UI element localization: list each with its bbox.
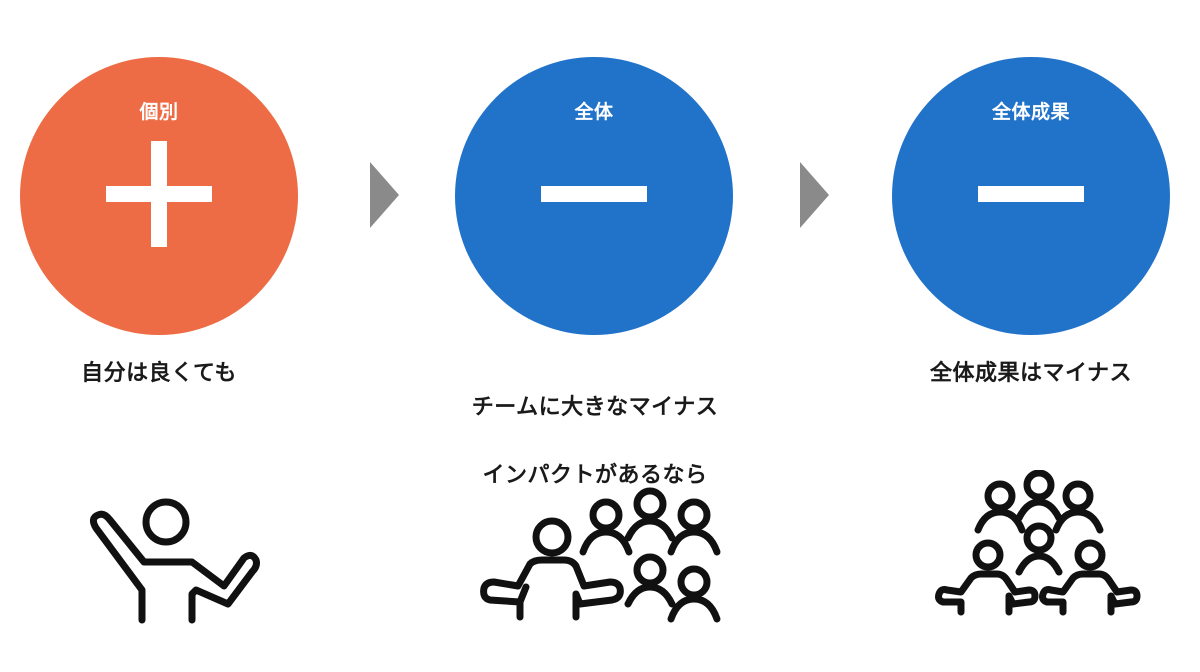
step-2-label: 全体: [574, 101, 614, 123]
step-2-caption-line-2: インパクトがあるなら: [482, 463, 708, 488]
person-waving-icon: [80, 490, 270, 625]
presenter-with-audience-icon: [480, 482, 730, 627]
step-1-caption: 自分は良くても: [81, 361, 237, 386]
minus-icon: [978, 186, 1084, 202]
step-2-caption-line-1: チームに大きなマイナス: [471, 395, 719, 420]
step-2-caption: チームに大きなマイナス インパクトがあるなら: [420, 357, 770, 527]
minus-icon: [541, 186, 647, 202]
arrow-right-icon: [370, 162, 399, 228]
step-3-label: 全体成果: [991, 101, 1070, 123]
step-2-circle: 全体: [455, 57, 733, 335]
step-1-label: 個別: [139, 101, 179, 123]
arrow-right-icon: [800, 162, 829, 228]
step-3-circle: 全体成果: [892, 57, 1170, 335]
group-team-icon: [935, 470, 1150, 620]
step-1-circle: 個別: [20, 57, 298, 335]
step-3-caption: 全体成果はマイナス: [929, 361, 1133, 386]
